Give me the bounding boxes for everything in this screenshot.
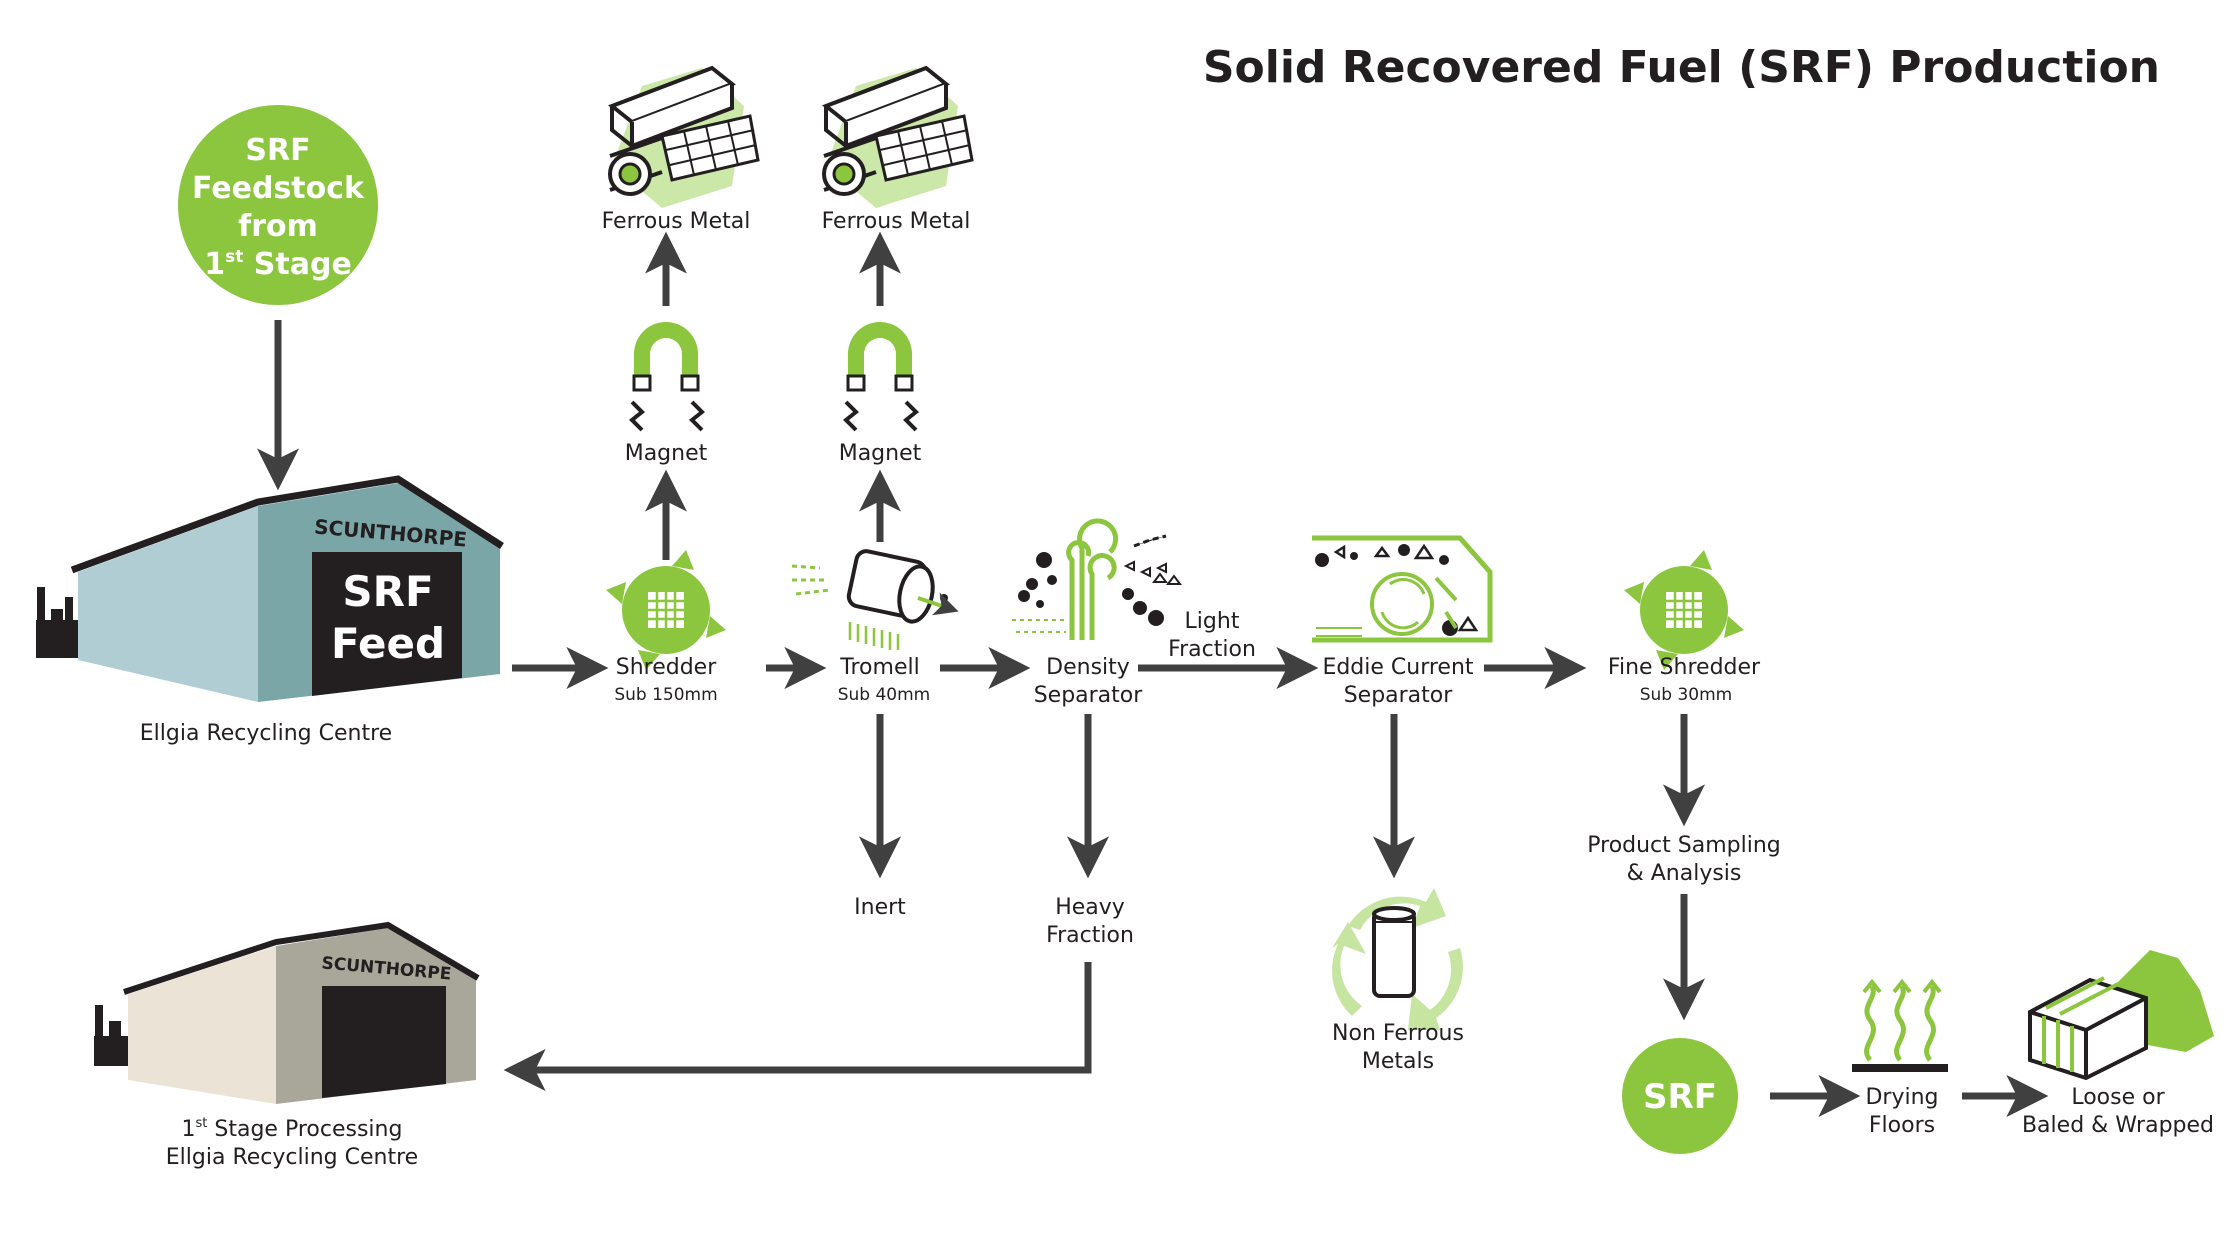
- building-side-wall: [78, 506, 258, 702]
- srf-product-node: SRF: [1622, 1038, 1738, 1154]
- first-building-caption2: Ellgia Recycling Centre: [166, 1145, 418, 1170]
- heat-waves-icon: [1852, 978, 1948, 1072]
- tromell-icon: [791, 549, 959, 650]
- inert-label: Inert: [854, 895, 906, 920]
- baled-wrapped-node: Loose or Baled & Wrapped: [2022, 950, 2214, 1138]
- light-fraction-line1: Light: [1185, 609, 1240, 634]
- feedstock-node: SRF Feedstock from 1st Stage: [178, 105, 378, 305]
- tromell-sub: Sub 40mm: [838, 685, 931, 705]
- sampling-line1: Product Sampling: [1587, 833, 1781, 858]
- first-building-roof-line: [123, 921, 480, 995]
- srf-circle: [1622, 1038, 1738, 1154]
- eddie-current-icon: [1312, 535, 1493, 643]
- scunthorpe-srf-feed-building: SCUNTHORPE SRF Feed Ellgia Recycling Cen…: [36, 475, 504, 746]
- flow-arrows: [257, 231, 2049, 1117]
- drying-line2: Floors: [1869, 1113, 1935, 1138]
- loose-line2: Baled & Wrapped: [2022, 1113, 2214, 1138]
- feedstock-line3: from: [238, 209, 318, 244]
- heavy-line2: Fraction: [1046, 923, 1134, 948]
- feedstock-line1: SRF: [245, 133, 310, 168]
- sampling-line2: & Analysis: [1627, 861, 1742, 886]
- magnet-node-1: Magnet: [625, 320, 708, 466]
- ferrous-metal-icon: [608, 66, 760, 210]
- ferrous-metal-label: Ferrous Metal: [822, 209, 971, 234]
- shredder-sub: Sub 150mm: [614, 685, 717, 705]
- ferrous-metal-node-1: Ferrous Metal: [602, 66, 760, 234]
- heavy-line1: Heavy: [1055, 895, 1125, 920]
- first-building-caption1: 1st Stage Processing: [182, 1116, 403, 1142]
- density-line2: Separator: [1034, 683, 1144, 708]
- arrow-heavy-to-first-stage: [503, 962, 1092, 1091]
- density-separator-node: Density Separator: [1012, 518, 1182, 708]
- tromell-label: Tromell: [839, 655, 919, 680]
- first-building-door: [322, 986, 446, 1098]
- feedstock-line2: Feedstock: [192, 171, 365, 206]
- density-line1: Density: [1046, 655, 1130, 680]
- door-feed-label: Feed: [331, 619, 445, 668]
- shredder-node: Shredder Sub 150mm: [604, 548, 728, 705]
- building-roof-line: [70, 475, 504, 574]
- shredder-label: Shredder: [616, 655, 717, 680]
- non-ferrous-node: Non Ferrous Metals: [1332, 888, 1464, 1074]
- bales-icon: [2028, 950, 2214, 1081]
- magnet-label: Magnet: [839, 441, 922, 466]
- drying-line1: Drying: [1865, 1085, 1938, 1110]
- srf-label: SRF: [1643, 1077, 1717, 1117]
- ferrous-metal-node-2: Ferrous Metal: [822, 66, 974, 234]
- tromell-node: Tromell Sub 40mm: [791, 549, 959, 705]
- shredder-icon: [604, 548, 728, 672]
- first-building-side-wall: [128, 946, 276, 1104]
- loose-line1: Loose or: [2071, 1085, 2165, 1110]
- eddie-line2: Separator: [1344, 683, 1454, 708]
- feedstock-line4: 1st Stage: [204, 247, 352, 282]
- ferrous-metal-label: Ferrous Metal: [602, 209, 751, 234]
- fine-shredder-sub: Sub 30mm: [1640, 685, 1733, 705]
- eddie-current-node: Eddie Current Separator: [1312, 535, 1493, 708]
- first-stage-building: SCUNTHORPE 1st Stage Processing Ellgia R…: [94, 921, 480, 1170]
- light-fraction-line2: Fraction: [1168, 637, 1256, 662]
- non-ferrous-line1: Non Ferrous: [1332, 1021, 1464, 1046]
- fine-shredder-icon: [1622, 548, 1746, 672]
- magnet-icon: [630, 320, 704, 432]
- drying-floors-node: Drying Floors: [1852, 978, 1948, 1138]
- building-caption: Ellgia Recycling Centre: [140, 721, 392, 746]
- page-title: Solid Recovered Fuel (SRF) Production: [1203, 42, 2160, 93]
- magnet-icon: [844, 320, 918, 432]
- recycle-can-icon: [1332, 888, 1463, 1030]
- fine-shredder-label: Fine Shredder: [1608, 655, 1761, 680]
- eddie-line1: Eddie Current: [1322, 655, 1473, 680]
- door-srf-label: SRF: [342, 567, 433, 616]
- fine-shredder-node: Fine Shredder Sub 30mm: [1608, 548, 1761, 705]
- magnet-label: Magnet: [625, 441, 708, 466]
- magnet-node-2: Magnet: [839, 320, 922, 466]
- feedstock-circle: [178, 105, 378, 305]
- chimney-cluster: [36, 620, 80, 658]
- density-separator-icon: [1012, 518, 1182, 640]
- non-ferrous-line2: Metals: [1362, 1049, 1434, 1074]
- building-door: [312, 552, 462, 696]
- ferrous-metal-icon: [822, 66, 974, 210]
